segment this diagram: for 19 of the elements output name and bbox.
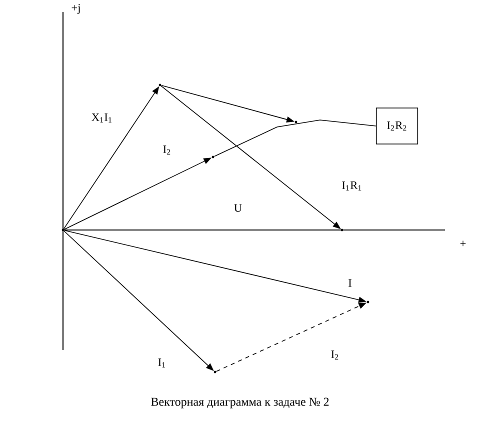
vector-point <box>294 120 298 124</box>
vector-label: I$_{2}$ <box>163 146 170 154</box>
vector-label: I$_{1}$R$_{1}$ <box>342 182 362 190</box>
vector-point <box>212 156 214 158</box>
vector-label: I$_{1}$ <box>158 358 166 368</box>
vector-label: X$_{1}$I$_{1}$ <box>92 114 112 122</box>
vector-point <box>158 84 162 86</box>
vector-point <box>366 300 370 304</box>
leader-line <box>214 120 376 157</box>
vector-label: I$_{2}$ <box>331 350 338 360</box>
vector-point <box>62 228 64 232</box>
label-box: I$_{2}$R$_{2}$ <box>376 108 418 144</box>
vector-point <box>340 228 344 232</box>
vector-label: U <box>234 204 242 212</box>
vector-label: I <box>348 279 352 287</box>
caption: Векторная диаграмма к задаче № 2 <box>151 398 329 408</box>
vector-point <box>214 370 216 374</box>
axis-label: +j <box>72 4 80 14</box>
axis-label: + <box>460 240 466 246</box>
